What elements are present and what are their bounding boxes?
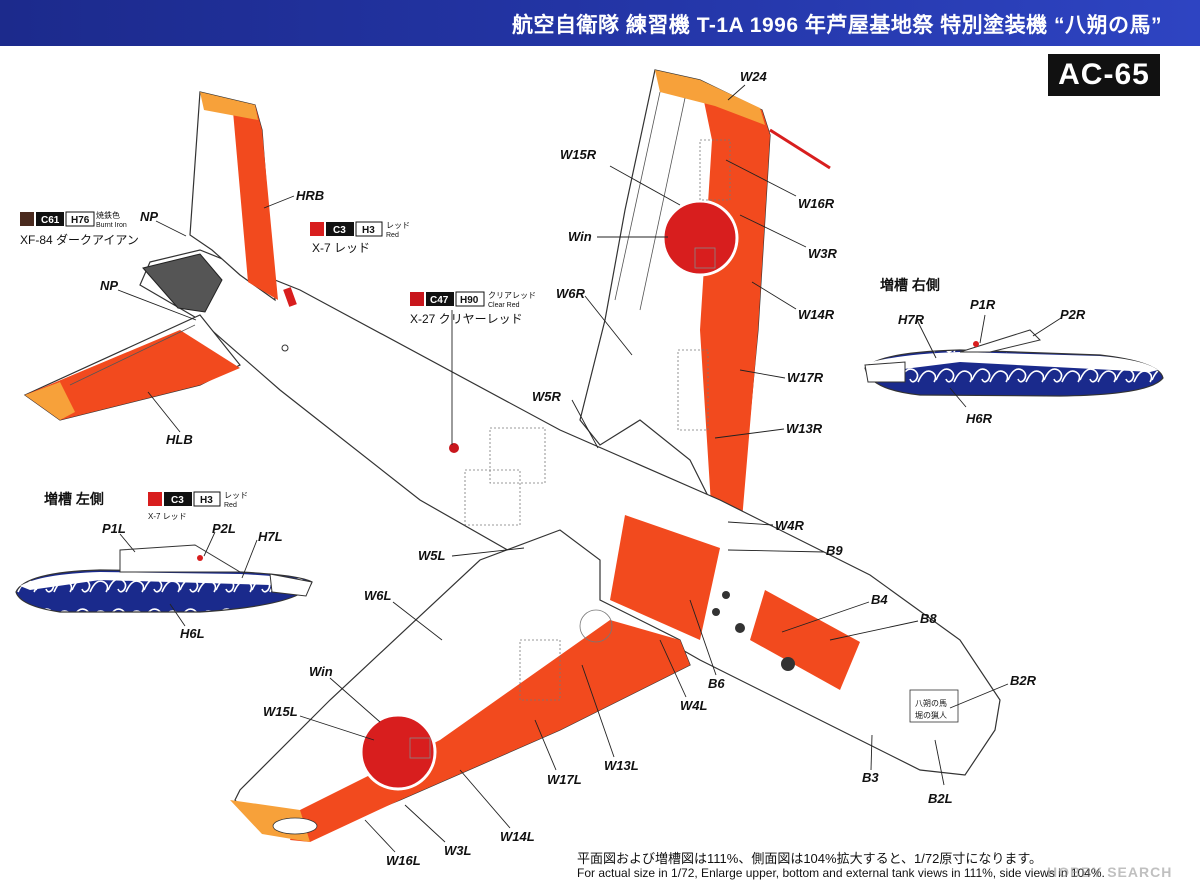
label-w16r: W16R <box>798 196 835 211</box>
nose-text-line2: 堀の猟人 <box>915 710 947 720</box>
label-w13r: W13R <box>786 421 823 436</box>
vertical-stabilizer <box>189 91 297 307</box>
svg-text:レッド: レッド <box>386 221 410 230</box>
label-hrb: HRB <box>296 188 324 203</box>
label-p2l: P2L <box>212 521 236 536</box>
svg-text:X-7 レッド: X-7 レッド <box>312 241 370 255</box>
svg-text:C3: C3 <box>171 495 184 506</box>
svg-text:焼鉄色: 焼鉄色 <box>96 210 120 220</box>
tank-right-view <box>864 329 1164 397</box>
label-h7l: H7L <box>258 529 283 544</box>
label-h6l: H6L <box>180 626 205 641</box>
label-b4: B4 <box>871 592 888 607</box>
paint-chip-burnt-iron: C61 H76 焼鉄色 Burnt Iron XF-84 ダークアイアン <box>20 210 139 247</box>
left-wing <box>230 529 691 842</box>
label-w15l: W15L <box>263 704 298 719</box>
label-h6r: H6R <box>966 411 993 426</box>
label-w6r: W6R <box>556 286 586 301</box>
fuselage-red-band-2 <box>750 590 860 690</box>
svg-text:H3: H3 <box>362 225 375 236</box>
header-bar <box>0 0 1200 46</box>
svg-text:C61: C61 <box>41 215 60 226</box>
label-b6: B6 <box>708 676 725 691</box>
right-wing-hinomaru <box>661 199 739 277</box>
svg-text:H90: H90 <box>460 295 479 306</box>
label-w24: W24 <box>740 69 768 84</box>
svg-text:レッド: レッド <box>224 491 248 500</box>
label-win-r: Win <box>568 229 592 244</box>
label-p1r: P1R <box>970 297 996 312</box>
tank-left-title: 増槽 左側 <box>44 491 104 507</box>
label-w14l: W14L <box>500 829 535 844</box>
part-labels: W24 W15R W16R Win W3R W6R W14R W17R W5R … <box>100 69 1086 868</box>
label-w16l: W16L <box>386 853 421 868</box>
label-b9: B9 <box>826 543 843 558</box>
right-wing-red-stripe <box>700 82 770 520</box>
label-w14r: W14R <box>798 307 835 322</box>
label-b2l: B2L <box>928 791 953 806</box>
label-h7r: H7R <box>898 312 925 327</box>
label-b8: B8 <box>920 611 937 626</box>
label-w3l: W3L <box>444 843 472 858</box>
label-w17l: W17L <box>547 772 582 787</box>
label-b3: B3 <box>862 770 879 785</box>
tank-right-title: 増槽 右側 <box>880 277 940 293</box>
label-w5r: W5R <box>532 389 562 404</box>
label-w5l: W5L <box>418 548 446 563</box>
label-b2r: B2R <box>1010 673 1037 688</box>
right-wing-orange-tip <box>655 70 765 125</box>
paint-chip-red: C3 H3 レッド Red X-7 レッド <box>310 221 410 255</box>
svg-text:C3: C3 <box>333 225 346 236</box>
product-code-badge: AC-65 <box>1048 54 1160 96</box>
svg-text:X-7 レッド: X-7 レッド <box>148 512 187 521</box>
svg-text:H3: H3 <box>200 495 213 506</box>
nose-text-line1: 八朔の馬 <box>915 698 947 708</box>
svg-text:Burnt Iron: Burnt Iron <box>96 222 127 229</box>
label-w13l: W13L <box>604 758 639 773</box>
label-p2r: P2R <box>1060 307 1086 322</box>
svg-text:Red: Red <box>386 232 399 239</box>
svg-text:XF-84 ダークアイアン: XF-84 ダークアイアン <box>20 232 139 247</box>
fuselage: 八朔の馬 堀の猟人 <box>139 249 1001 776</box>
svg-text:X-27 クリヤーレッド: X-27 クリヤーレッド <box>410 312 523 326</box>
right-wing <box>579 69 831 521</box>
watermark: HOBBY SEARCH <box>1047 864 1173 880</box>
horizontal-stabilizer <box>23 314 241 421</box>
tank-left-view <box>15 544 313 613</box>
left-wing-hinomaru <box>359 713 437 791</box>
label-np-left: NP <box>100 278 118 293</box>
svg-text:H76: H76 <box>71 215 90 226</box>
fuselage-red-band <box>610 515 720 640</box>
page-title: 航空自衛隊 練習機 T-1A 1996 年芦屋基地祭 特別塗装機 “八朔の馬” <box>512 14 1162 37</box>
label-w4l: W4L <box>680 698 708 713</box>
label-w4r: W4R <box>775 518 805 533</box>
label-win-l: Win <box>309 664 333 679</box>
label-w3r: W3R <box>808 246 838 261</box>
label-np-top: NP <box>140 209 158 224</box>
label-w17r: W17R <box>787 370 824 385</box>
label-hlb: HLB <box>166 432 193 447</box>
footer-note-en: For actual size in 1/72, Enlarge upper, … <box>577 866 1105 880</box>
footer-note-jp: 平面図および増槽図は111%、側面図は104%拡大すると、1/72原寸になります… <box>577 851 1043 866</box>
svg-text:Red: Red <box>224 502 237 509</box>
svg-text:Clear Red: Clear Red <box>488 302 520 309</box>
label-p1l: P1L <box>102 521 126 536</box>
leader-lines <box>117 84 1062 853</box>
svg-text:クリアレッド: クリアレッド <box>488 291 536 300</box>
tail-cone-dark <box>142 253 223 313</box>
svg-text:C47: C47 <box>430 295 449 306</box>
paint-chip-clear-red: C47 H90 クリアレッド Clear Red X-27 クリヤーレッド <box>410 291 536 326</box>
label-w6l: W6L <box>364 588 392 603</box>
paint-chip-red-tank: C3 H3 レッド Red X-7 レッド <box>148 491 248 521</box>
label-w15r: W15R <box>560 147 597 162</box>
